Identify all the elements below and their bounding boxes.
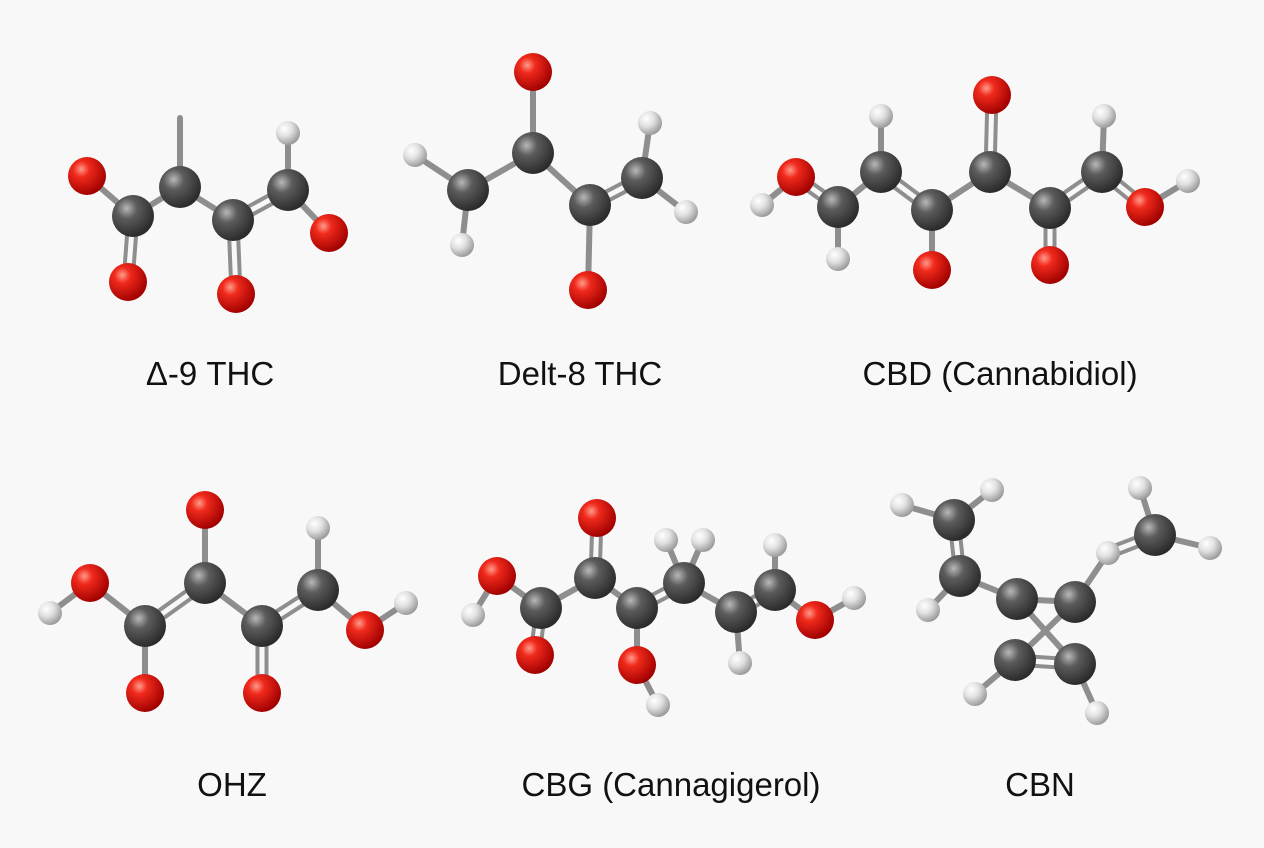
carbon-atom (715, 591, 757, 633)
hydrogen-atom (728, 651, 752, 675)
carbon-atom (1081, 151, 1123, 193)
carbon-atom (112, 195, 154, 237)
molecule-3 (38, 491, 418, 712)
carbon-atom (1029, 187, 1071, 229)
oxygen-atom (126, 674, 164, 712)
hydrogen-atom (1128, 476, 1152, 500)
hydrogen-atom (916, 598, 940, 622)
molecule-4 (461, 499, 866, 717)
oxygen-atom (1126, 188, 1164, 226)
carbon-atom (124, 605, 166, 647)
hydrogen-atom (869, 104, 893, 128)
carbon-atom (447, 169, 489, 211)
oxygen-atom (1031, 246, 1069, 284)
hydrogen-atom (1198, 536, 1222, 560)
hydrogen-atom (674, 200, 698, 224)
hydrogen-atom (826, 247, 850, 271)
oxygen-atom (243, 674, 281, 712)
hydrogen-atom (890, 493, 914, 517)
hydrogen-atom (980, 478, 1004, 502)
molecule-5 (890, 476, 1222, 725)
carbon-atom (569, 184, 611, 226)
carbon-atom (159, 166, 201, 208)
molecule-2 (750, 76, 1200, 289)
hydrogen-atom (38, 601, 62, 625)
molecule-label-cbn: CBN (1005, 766, 1075, 803)
oxygen-atom (68, 157, 106, 195)
hydrogen-atom (646, 693, 670, 717)
carbon-atom (754, 569, 796, 611)
oxygen-atom (973, 76, 1011, 114)
carbon-atom (1054, 643, 1096, 685)
hydrogen-atom (963, 682, 987, 706)
carbon-atom (911, 189, 953, 231)
molecule-label-cbg: CBG (Cannagigerol) (521, 766, 821, 803)
carbon-atom (817, 186, 859, 228)
molecule-label-delta9-thc: Δ-9 THC (145, 355, 275, 392)
carbon-atom (969, 151, 1011, 193)
molecule-label-ohz: OHZ (197, 766, 267, 803)
oxygen-atom (578, 499, 616, 537)
carbon-atom (212, 199, 254, 241)
carbon-atom (574, 557, 616, 599)
hydrogen-atom (654, 528, 678, 552)
hydrogen-atom (461, 603, 485, 627)
hydrogen-atom (450, 233, 474, 257)
carbon-atom (520, 587, 562, 629)
carbon-atom (994, 639, 1036, 681)
hydrogen-atom (276, 121, 300, 145)
hydrogen-atom (638, 111, 662, 135)
hydrogen-atom (691, 528, 715, 552)
oxygen-atom (217, 275, 255, 313)
hydrogen-atom (842, 586, 866, 610)
carbon-atom (621, 157, 663, 199)
oxygen-atom (109, 263, 147, 301)
oxygen-atom (796, 601, 834, 639)
oxygen-atom (478, 557, 516, 595)
hydrogen-atom (1092, 104, 1116, 128)
carbon-atom (996, 578, 1038, 620)
carbon-atom (860, 151, 902, 193)
hydrogen-atom (763, 533, 787, 557)
oxygen-atom (346, 611, 384, 649)
oxygen-atom (516, 636, 554, 674)
hydrogen-atom (306, 516, 330, 540)
molecule-0 (68, 115, 348, 313)
carbon-atom (267, 169, 309, 211)
molecule-label-delta8-thc: Delt-8 THC (497, 355, 663, 392)
hydrogen-atom (394, 591, 418, 615)
carbon-atom (241, 605, 283, 647)
oxygen-atom (618, 646, 656, 684)
hydrogen-atom (403, 143, 427, 167)
oxygen-atom (71, 564, 109, 602)
oxygen-atom (569, 271, 607, 309)
carbon-atom (1054, 581, 1096, 623)
oxygen-atom (310, 214, 348, 252)
molecule-1 (403, 53, 698, 309)
hydrogen-atom (1085, 701, 1109, 725)
oxygen-atom (913, 251, 951, 289)
carbon-atom (933, 499, 975, 541)
carbon-atom (616, 587, 658, 629)
oxygen-atom (777, 158, 815, 196)
oxygen-atom (514, 53, 552, 91)
molecule-label-cbd: CBD (Cannabidiol) (862, 355, 1138, 392)
hydrogen-atom (1176, 169, 1200, 193)
carbon-atom (1134, 514, 1176, 556)
carbon-atom (184, 562, 226, 604)
carbon-atom (512, 132, 554, 174)
oxygen-atom (186, 491, 224, 529)
carbon-atom (663, 562, 705, 604)
carbon-atom (939, 555, 981, 597)
hydrogen-atom (1096, 541, 1120, 565)
hydrogen-atom (750, 193, 774, 217)
carbon-atom (297, 569, 339, 611)
